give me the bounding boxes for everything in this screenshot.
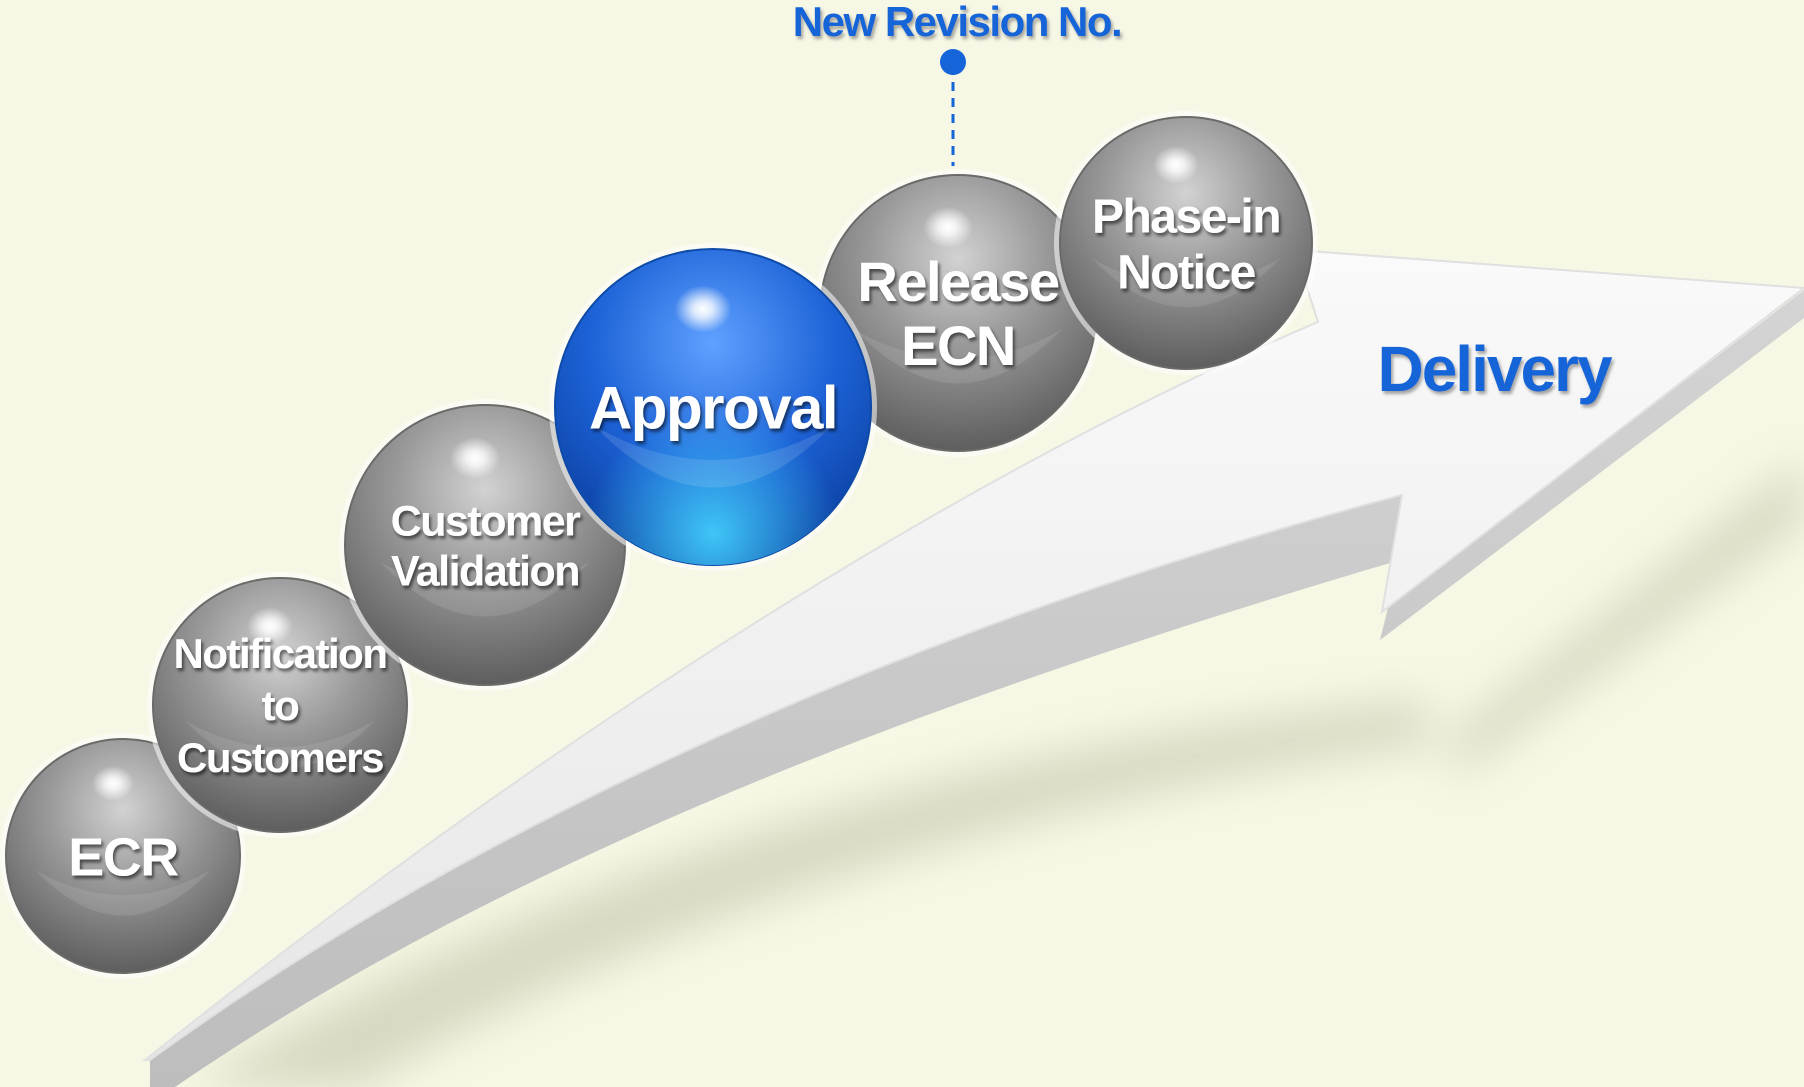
sphere-reflection: [854, 329, 1062, 384]
arrow-side: [150, 290, 1804, 1087]
sphere-reflection: [184, 720, 376, 770]
step-label: Customers: [177, 734, 383, 781]
sphere-highlight: [247, 607, 293, 646]
step-label: ECR: [68, 827, 178, 887]
step-label: Approval: [589, 375, 837, 442]
step-sphere-4: Approval: [549, 243, 877, 571]
step-label: Customer: [391, 497, 581, 545]
sphere-reflection: [1091, 258, 1281, 308]
step-label: Validation: [391, 547, 579, 595]
sphere-body: [5, 738, 241, 974]
sphere-highlight: [1153, 145, 1199, 184]
step-label: Phase-in: [1092, 190, 1280, 243]
step-label: ECN: [901, 314, 1015, 377]
sphere-reflection: [35, 870, 211, 916]
sphere-highlight: [674, 285, 732, 333]
sphere-body: [1059, 116, 1313, 370]
step-label: Release: [857, 250, 1059, 313]
step-label: Notification: [174, 630, 387, 677]
step-label: to: [262, 682, 299, 729]
sphere-reflection: [380, 561, 590, 617]
sphere-rim-glow: [555, 249, 871, 565]
sphere-highlight: [449, 437, 501, 480]
callout-dot: [940, 49, 966, 75]
step-label: Notice: [1117, 246, 1256, 299]
sphere-reflection: [594, 425, 832, 488]
arrow-shadow: [190, 460, 1804, 1087]
destination-label: Delivery: [1377, 333, 1612, 405]
callout-label: New Revision No.: [793, 0, 1121, 45]
sphere-highlight: [91, 765, 135, 802]
arrow-body: [142, 248, 1804, 1061]
sphere-highlight: [923, 206, 973, 249]
sphere-body: [152, 577, 408, 833]
